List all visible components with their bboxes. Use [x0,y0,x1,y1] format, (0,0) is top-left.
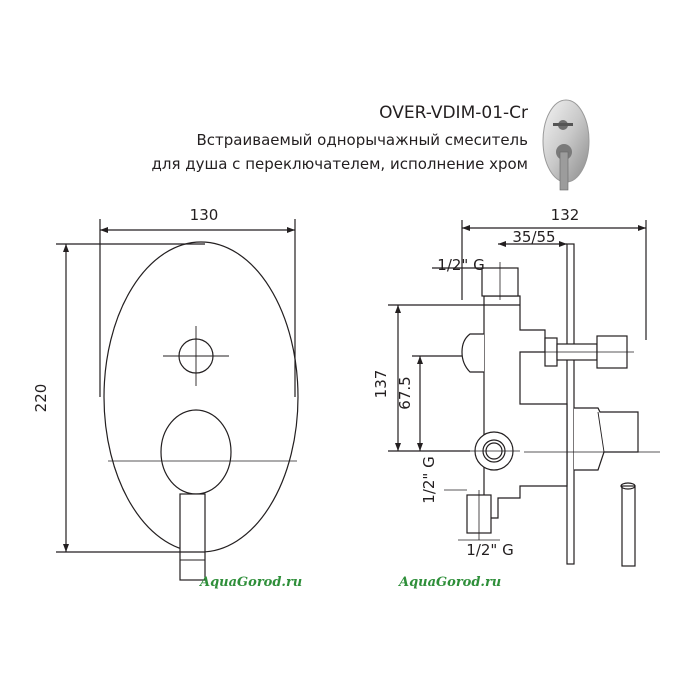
lever [179,493,206,581]
product-description-line1: Встраиваемый однорычажный смеситель [196,131,529,149]
front-view [56,219,299,581]
side-view [388,220,660,567]
side-lever [621,485,636,567]
product-thumbnail [542,99,590,191]
product-model: OVER-VDIM-01-Cr [379,103,528,123]
side-height-label: 137 [372,370,390,399]
front-width-label: 130 [190,206,219,224]
thread-bottom-label: 1/2" G [466,541,513,559]
handle-block [574,407,639,471]
thread-top-label: 1/2" G [437,256,484,274]
thread-left-label: 1/2" G [420,456,438,503]
product-description-line2: для душа с переключателем, исполнение хр… [151,155,529,173]
watermark-right: AquaGorod.ru [397,575,501,590]
handle-base [160,409,232,495]
watermark-left: AquaGorod.ru [198,575,302,590]
side-axis-label: 67.5 [396,376,414,409]
side-range-label: 35/55 [512,228,555,246]
side-wall-plate [566,243,575,565]
side-depth-label: 132 [551,206,580,224]
valve-body [483,295,568,519]
front-height-label: 220 [32,384,50,413]
